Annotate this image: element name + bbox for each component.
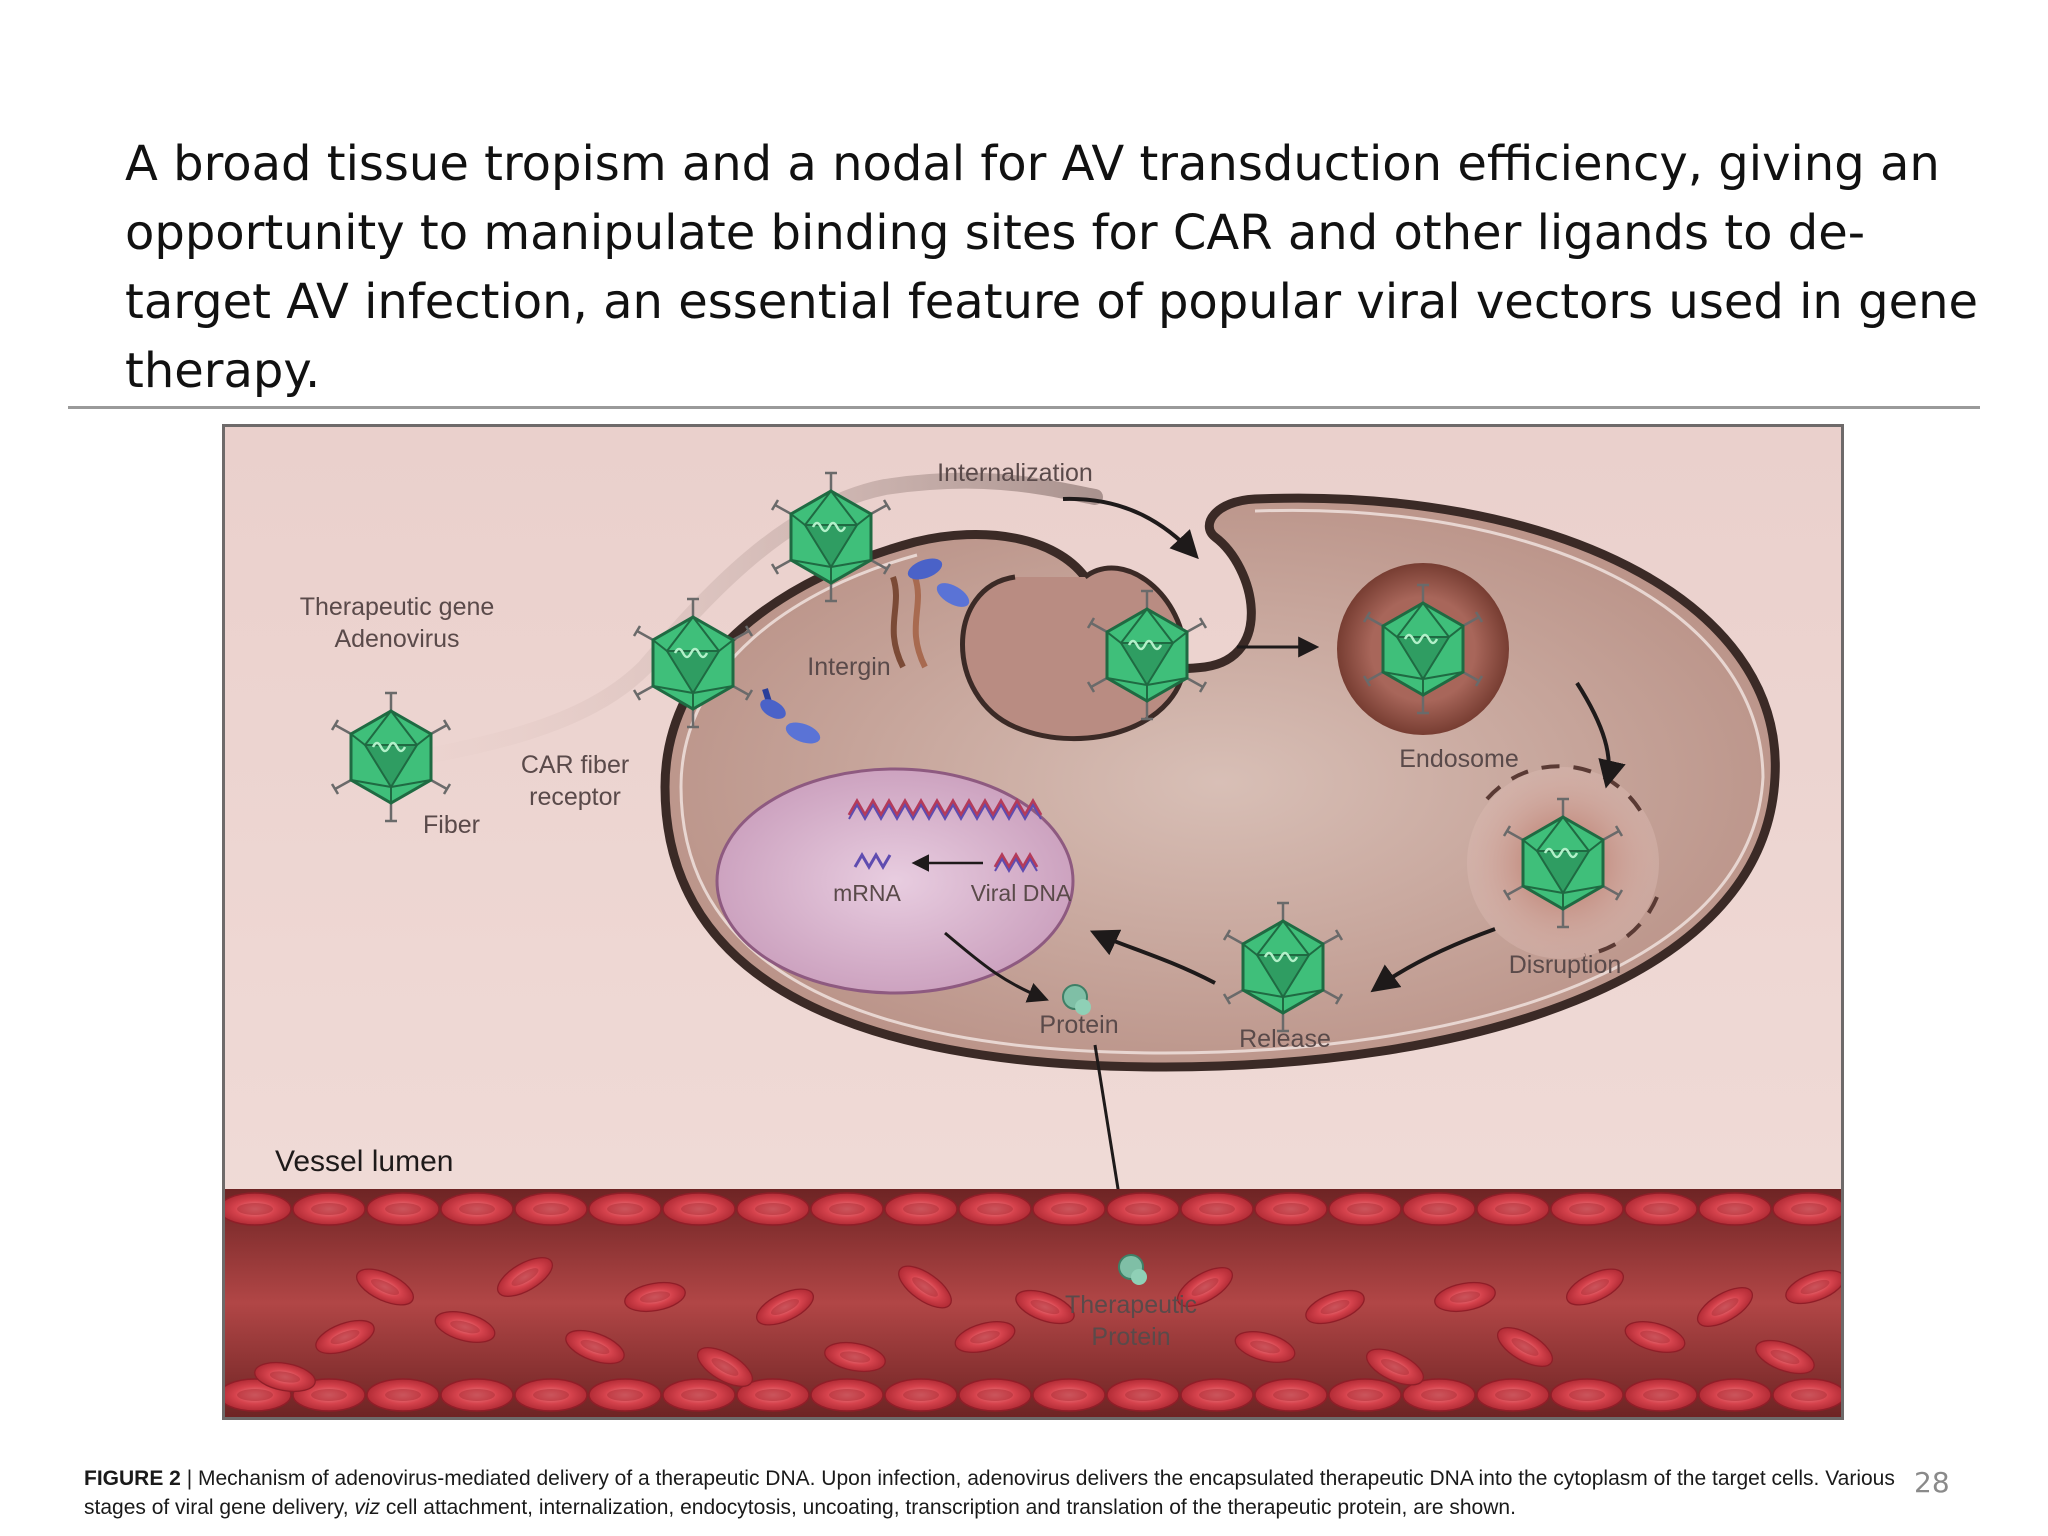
horizontal-divider [68,406,1980,409]
red-blood-cell [514,1192,588,1226]
red-blood-cell [514,1378,588,1412]
red-blood-cell [810,1378,884,1412]
red-blood-cell [958,1192,1032,1226]
red-blood-cell [662,1378,736,1412]
red-blood-cell [1772,1192,1841,1226]
red-blood-cell [1698,1192,1772,1226]
red-blood-cell [1254,1192,1328,1226]
label-release: Release [1239,1025,1331,1053]
caption-label: FIGURE 2 [84,1467,181,1490]
label-viral-dna: Viral DNA [971,880,1072,906]
label-adenovirus: Adenovirus [334,625,459,653]
red-blood-cell [958,1378,1032,1412]
label-car-fiber: CAR fiber [521,751,629,779]
label-disruption: Disruption [1509,951,1622,979]
blood-vessel [225,1189,1841,1417]
red-blood-cell [810,1192,884,1226]
figure-caption: FIGURE 2 | Mechanism of adenovirus-media… [84,1464,1914,1522]
red-blood-cell [366,1378,440,1412]
red-blood-cell [884,1192,958,1226]
label-receptor: receptor [529,783,621,811]
red-blood-cell [588,1378,662,1412]
red-blood-cell [736,1192,810,1226]
caption-italic: viz [354,1496,381,1519]
red-blood-cell [225,1192,292,1226]
integrin-receptor [890,558,970,669]
red-blood-cell [1476,1192,1550,1226]
red-blood-cell [662,1192,736,1226]
virus-entry-trail [357,472,1103,775]
red-blood-cell [1550,1378,1624,1412]
label-therapeutic-protein: Protein [1091,1323,1170,1351]
protein-blob [1062,984,1091,1015]
nucleus [715,767,1075,995]
caption-text-before: Mechanism of adenovirus-mediated deliver… [84,1467,1895,1519]
label-therapeutic: Therapeutic [1065,1291,1197,1319]
adenovirus-delivery-figure: Therapeutic gene Adenovirus Fiber CAR fi… [222,424,1844,1420]
red-blood-cell [1106,1192,1180,1226]
slide-body-text: A broad tissue tropism and a nodal for A… [125,136,1979,399]
car-receptor [760,688,821,744]
internalization-pocket [960,565,1188,742]
label-therapeutic-gene: Therapeutic gene [300,593,495,621]
label-vessel-lumen: Vessel lumen [275,1145,453,1178]
red-blood-cell [1180,1378,1254,1412]
red-blood-cell [1328,1192,1402,1226]
red-blood-cell [1698,1378,1772,1412]
caption-text-after: cell attachment, internalization, endocy… [380,1496,1516,1519]
label-protein: Protein [1039,1011,1118,1039]
red-blood-cell [1254,1378,1328,1412]
red-blood-cell [1476,1378,1550,1412]
label-mrna: mRNA [833,880,901,906]
label-internalization: Internalization [937,459,1093,487]
red-blood-cell [1032,1378,1106,1412]
red-blood-cell [588,1192,662,1226]
red-blood-cell [1106,1378,1180,1412]
red-blood-cell [884,1378,958,1412]
red-blood-cell [1772,1378,1841,1412]
red-blood-cell [1402,1192,1476,1226]
red-blood-cell [1328,1378,1402,1412]
red-blood-cell [440,1192,514,1226]
red-blood-cell [1624,1378,1698,1412]
red-blood-cell [1180,1192,1254,1226]
red-blood-cell [1550,1192,1624,1226]
caption-separator: | [180,1467,198,1490]
slide-number: 28 [1914,1466,1950,1499]
label-intergin: Intergin [807,653,890,681]
red-blood-cell [366,1192,440,1226]
red-blood-cell [1032,1192,1106,1226]
label-endosome: Endosome [1399,745,1519,773]
red-blood-cell [292,1192,366,1226]
label-fiber: Fiber [423,811,480,839]
red-blood-cell [440,1378,514,1412]
red-blood-cell [1624,1192,1698,1226]
